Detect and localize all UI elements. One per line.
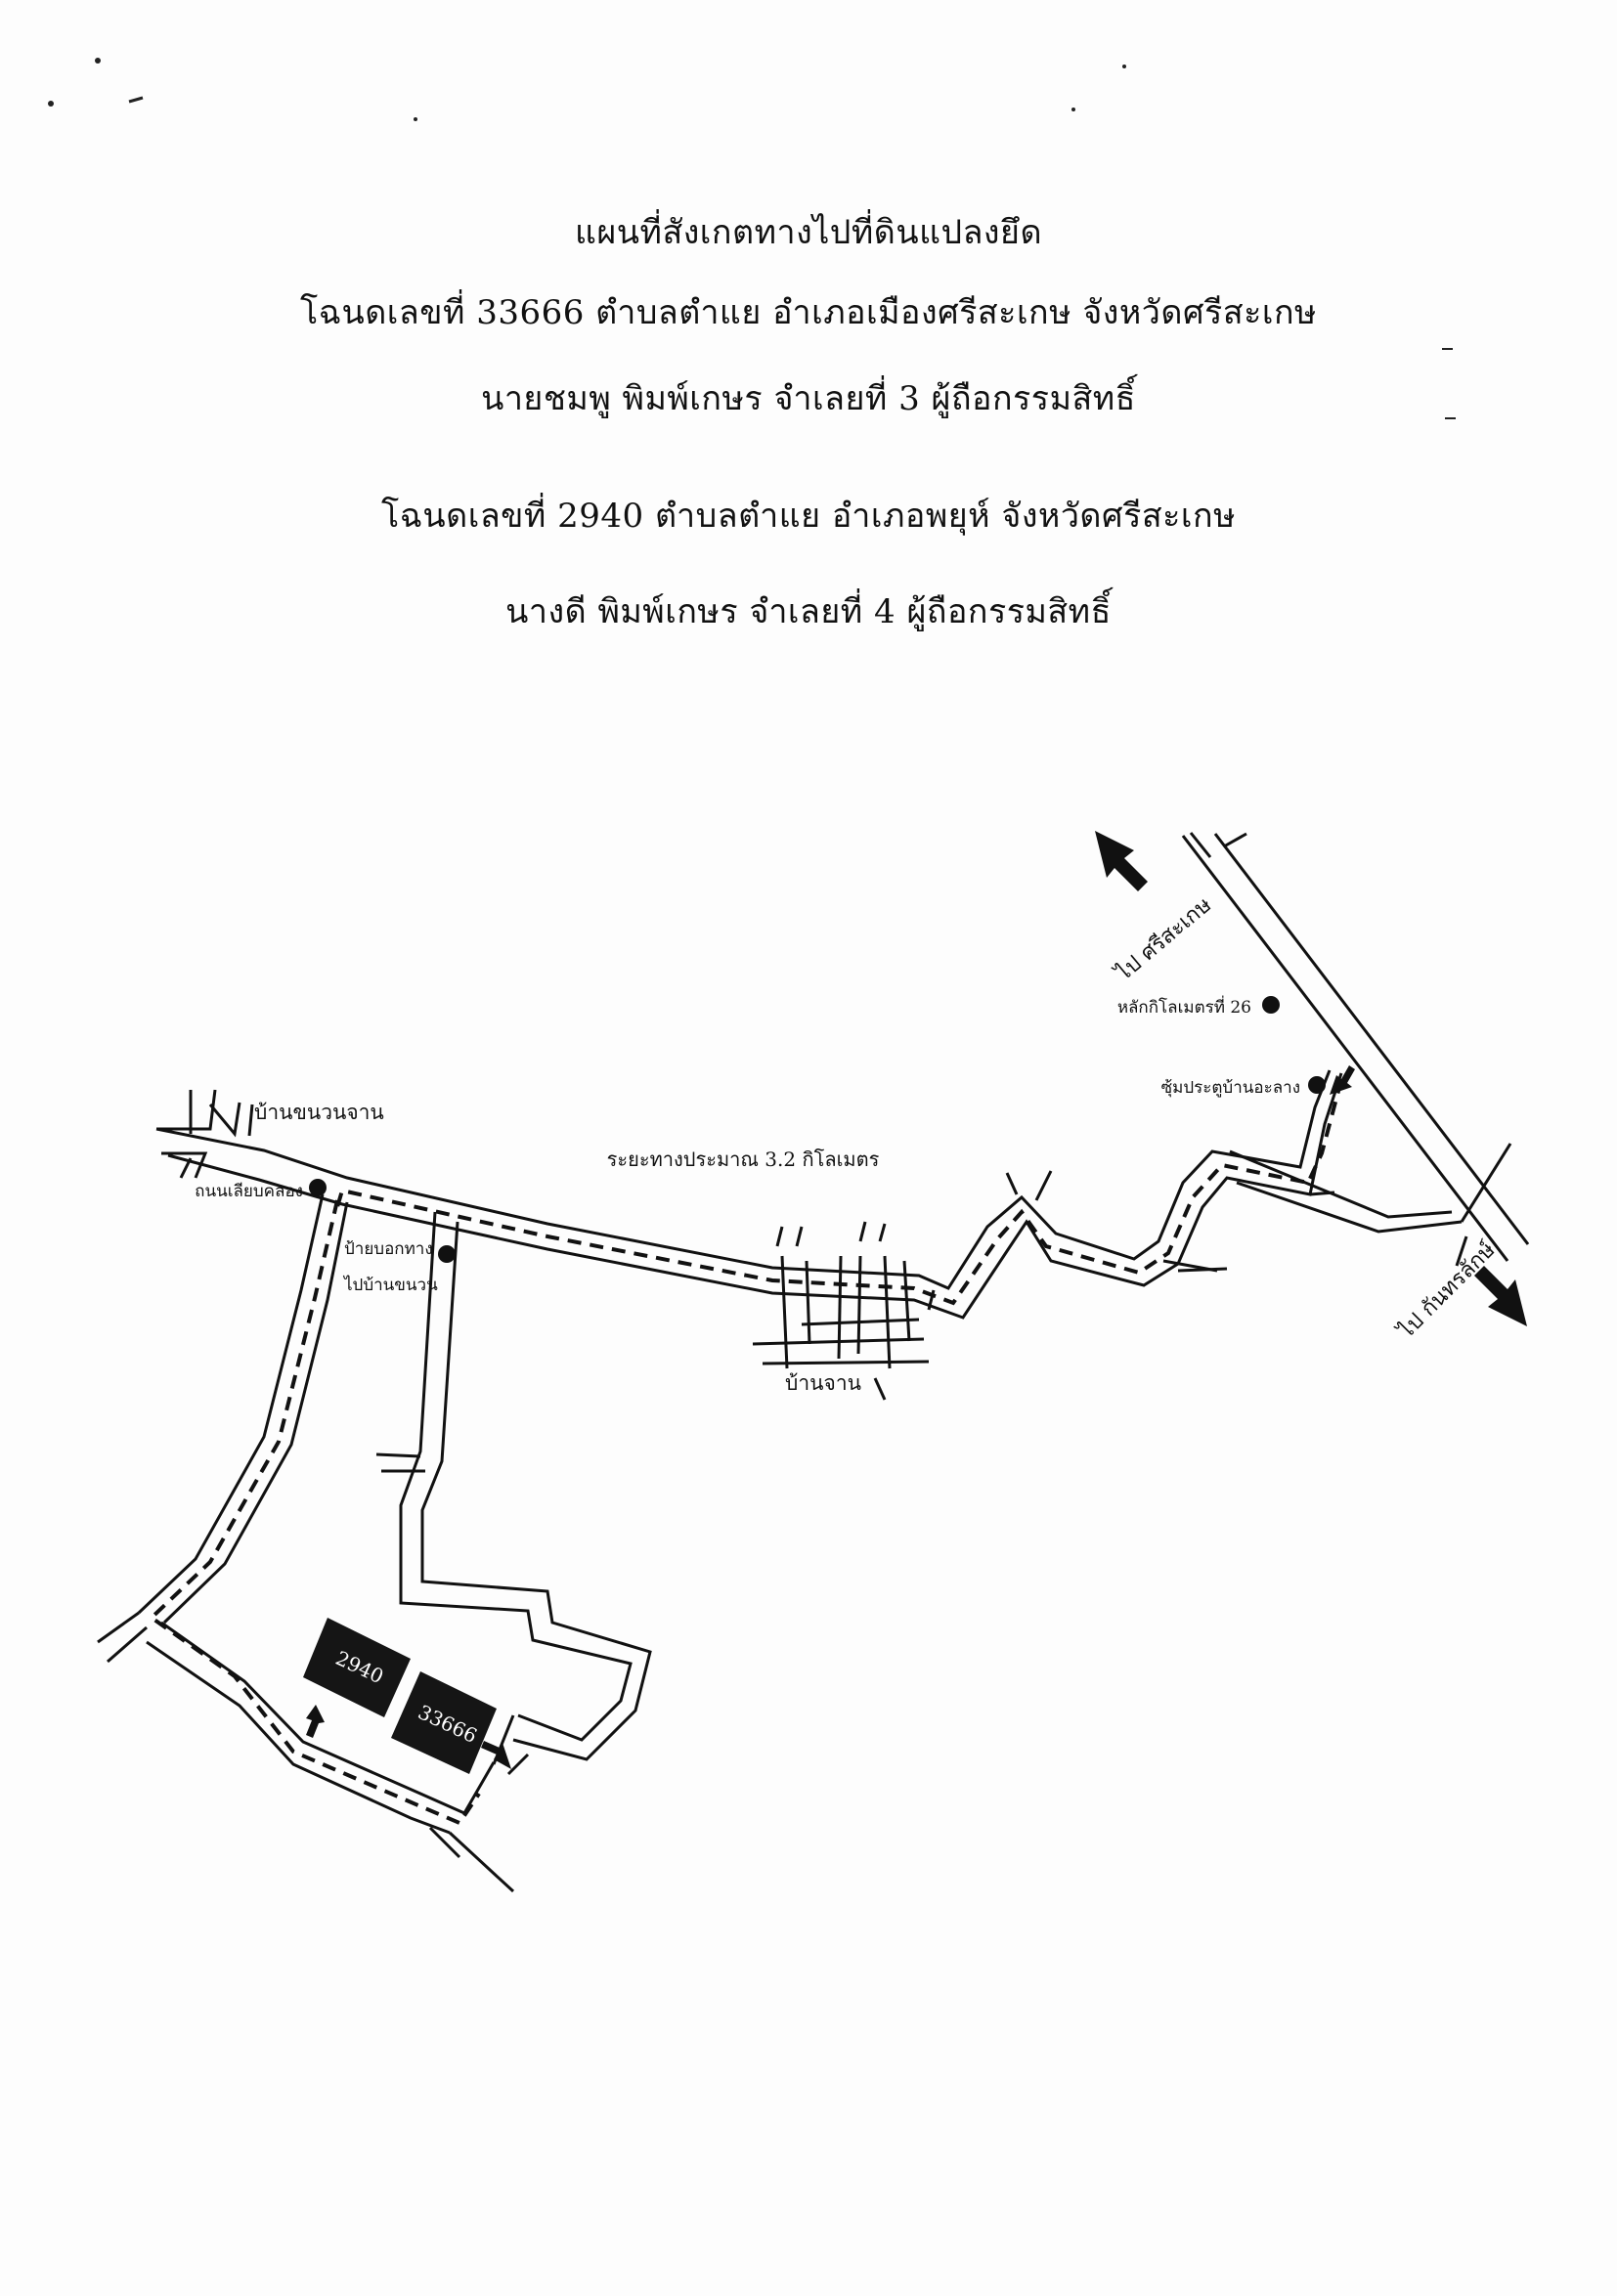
sign-dot	[438, 1245, 456, 1263]
ban-khanuan-chan-junction	[156, 1089, 254, 1179]
ban-chan-village-roads	[752, 1221, 936, 1401]
plot-2940: 2940	[303, 1618, 411, 1717]
label-km-marker: หลักกิโลเมตรที่ 26	[1117, 995, 1251, 1018]
canal-side-road	[97, 1193, 349, 1664]
scan-specks	[48, 58, 1456, 419]
gate-dot	[1308, 1076, 1326, 1094]
canal-road-dot	[309, 1179, 327, 1196]
owner-33666-line: นายชมพู พิมพ์เกษร จำเลยที่ 3 ผู้ถือกรรมส…	[481, 379, 1136, 418]
arrow-entry-bottom	[306, 1705, 325, 1738]
label-to-kantharalak: ไป กันทรลักษ์	[1392, 1236, 1501, 1345]
map-title: แผนที่สังเกตทางไปที่ดินแปลงยึด	[574, 213, 1043, 252]
label-ban-chan: บ้านจาน	[785, 1371, 861, 1395]
plot-33666: 33666	[391, 1671, 497, 1774]
deed-2940-line: โฉนดเลขที่ 2940 ตำบลตำแย อำเภอพยุห์ จังห…	[380, 497, 1236, 536]
arrow-to-kantharalak	[1474, 1266, 1527, 1326]
label-canal-road: ถนนเลียบคลอง	[195, 1182, 303, 1201]
label-distance: ระยะทางประมาณ 3.2 กิโลเมตร	[607, 1148, 880, 1171]
km-marker-dot	[1262, 996, 1280, 1014]
owner-2940-line: นางดี พิมพ์เกษร จำเลยที่ 4 ผู้ถือกรรมสิท…	[505, 592, 1112, 631]
label-gate-ban-alang: ซุ้มประตูบ้านอะลาง	[1161, 1078, 1300, 1098]
travel-route-dashed	[148, 1079, 1343, 1826]
arrow-entry-33666	[481, 1741, 511, 1769]
label-ban-khanuan-chan: บ้านขนวนจาน	[254, 1101, 384, 1124]
arrow-gate-turn	[1330, 1065, 1355, 1095]
highway-road	[1181, 832, 1530, 1262]
main-route-road	[155, 1069, 1512, 1320]
deed-33666-line: โฉนดเลขที่ 33666 ตำบลตำแย อำเภอเมืองศรีส…	[300, 293, 1317, 332]
label-to-sisaket: ไป ศรีสะเกษ	[1110, 892, 1216, 987]
label-sign-line1: ป้ายบอกทาง	[344, 1239, 433, 1259]
arrow-to-sisaket	[1095, 831, 1148, 891]
label-sign-line2: ไปบ้านขนวน	[342, 1275, 438, 1295]
